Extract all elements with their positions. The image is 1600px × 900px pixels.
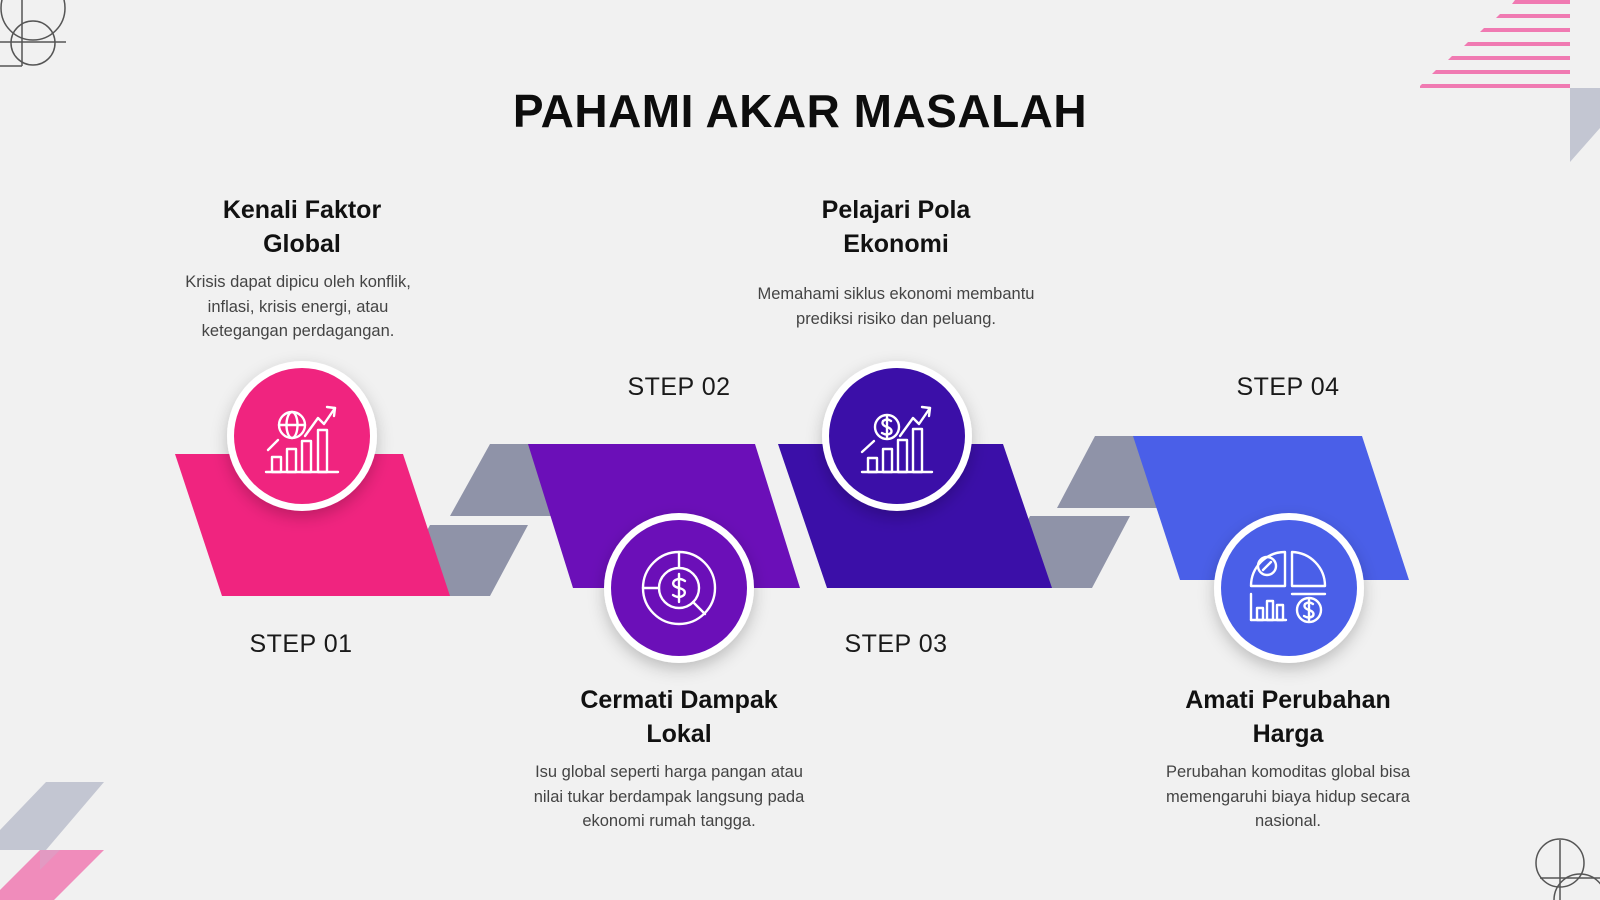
- step-1-description: Krisis dapat dipicu oleh konflik, inflas…: [185, 273, 411, 340]
- page-title: PAHAMI AKAR MASALAH: [512, 85, 1088, 137]
- step-1-panel: [175, 454, 450, 596]
- step-3-description: Memahami siklus ekonomi membantu prediks…: [757, 285, 1035, 328]
- step-2-title: Cermati Dampak Lokal: [580, 686, 778, 748]
- step-1-title: Kenali Faktor Global: [222, 196, 382, 258]
- step-1-label: STEP 01: [249, 630, 353, 658]
- step-4-title: Amati Perubahan Harga: [1185, 686, 1391, 748]
- striped-triangle-top-right: [1420, 0, 1600, 162]
- step-2-label: STEP 02: [627, 373, 731, 401]
- step-1-circle: [234, 368, 370, 504]
- step-4-label: STEP 04: [1236, 373, 1340, 401]
- step-3-title: Pelajari Pola Ekonomi: [821, 196, 971, 258]
- step-2-description: Isu global seperti harga pangan atau nil…: [533, 763, 805, 830]
- step-4-circle: [1221, 520, 1357, 656]
- corner-circles-bottom-right: [1535, 838, 1600, 900]
- globe-growth-chart-icon: [264, 405, 340, 474]
- money-pie-chart-icon: [641, 550, 717, 626]
- dollar-growth-chart-icon: [860, 405, 934, 474]
- corner-circles-top-left: [0, 0, 66, 67]
- step-3-label: STEP 03: [844, 630, 948, 658]
- step-3-circle: [829, 368, 965, 504]
- step-4-description: Perubahan komoditas global bisa memengar…: [1166, 763, 1410, 830]
- parallelograms-bottom-left: [0, 782, 104, 900]
- price-analysis-icon: [1249, 550, 1327, 624]
